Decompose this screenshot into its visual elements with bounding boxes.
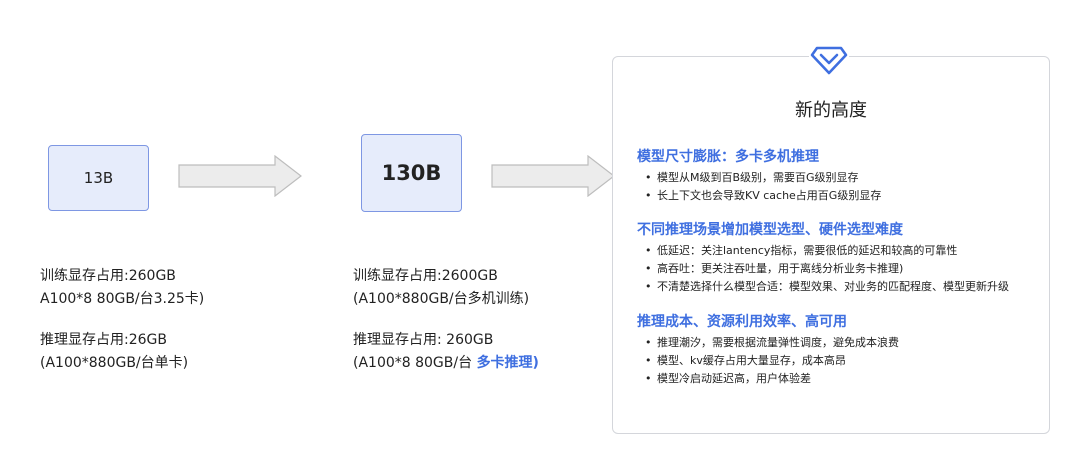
section-model-size: 模型尺寸膨胀：多卡多机推理 模型从M级到百B级别，需要百G级别显存 长上下文也会…	[637, 147, 881, 205]
bullet-list: 低延迟：关注lantency指标，需要很低的延迟和较高的可靠性 高吞吐：更关注吞…	[637, 242, 1009, 296]
train-hardware-line: A100*8 80GB/台3.25卡)	[40, 291, 205, 307]
bullet-list: 推理潮汐，需要根据流量弹性调度，避免成本浪费 模型、kv缓存占用大量显存，成本高…	[637, 334, 899, 388]
section-selection-difficulty: 不同推理场景增加模型选型、硬件选型难度 低延迟：关注lantency指标，需要很…	[637, 220, 1009, 296]
train-memory-group: 训练显存占用:260GB A100*8 80GB/台3.25卡)	[40, 265, 204, 311]
section-heading: 不同推理场景增加模型选型、硬件选型难度	[637, 222, 903, 238]
bullet-item: 不清楚选择什么模型合适：模型效果、对业务的匹配程度、模型更新升级	[645, 278, 1009, 296]
multi-card-highlight: 多卡推理)	[476, 355, 539, 371]
right-arrow-icon	[178, 155, 302, 197]
model-box-13b: 13B	[48, 145, 149, 211]
infer-hardware-prefix: (A100*8 80GB/台	[353, 355, 477, 371]
bullet-item: 长上下文也会导致KV cache占用百G级别显存	[645, 187, 881, 205]
train-memory-line: 训练显存占用:260GB	[40, 268, 176, 284]
train-memory-group: 训练显存占用:2600GB (A100*880GB/台多机训练)	[353, 265, 539, 311]
diamond-icon	[809, 42, 849, 76]
model-size-label: 130B	[381, 161, 442, 185]
section-cost-efficiency: 推理成本、资源利用效率、高可用 推理潮汐，需要根据流量弹性调度，避免成本浪费 模…	[637, 312, 899, 388]
col1-memory-info: 训练显存占用:260GB A100*8 80GB/台3.25卡) 推理显存占用:…	[40, 265, 204, 393]
bullet-item: 推理潮汐，需要根据流量弹性调度，避免成本浪费	[645, 334, 899, 352]
panel-title: 新的高度	[795, 100, 867, 121]
infer-memory-group: 推理显存占用:26GB (A100*880GB/台单卡)	[40, 329, 204, 375]
infer-hardware-line: (A100*880GB/台单卡)	[40, 355, 189, 371]
bullet-item: 模型、kv缓存占用大量显存，成本高昂	[645, 352, 899, 370]
bullet-list: 模型从M级到百B级别，需要百G级别显存 长上下文也会导致KV cache占用百G…	[637, 169, 881, 205]
col2-memory-info: 训练显存占用:2600GB (A100*880GB/台多机训练) 推理显存占用:…	[353, 265, 539, 393]
infer-hardware-line: (A100*8 80GB/台 多卡推理)	[353, 352, 539, 375]
infer-memory-line: 推理显存占用: 260GB	[353, 332, 494, 348]
section-heading: 模型尺寸膨胀：多卡多机推理	[637, 149, 819, 165]
right-arrow-icon	[491, 155, 615, 197]
infer-memory-line: 推理显存占用:26GB	[40, 332, 167, 348]
infer-memory-group: 推理显存占用: 260GB (A100*8 80GB/台 多卡推理)	[353, 329, 539, 375]
bullet-item: 低延迟：关注lantency指标，需要很低的延迟和较高的可靠性	[645, 242, 1009, 260]
bullet-item: 高吞吐：更关注吞吐量，用于离线分析业务卡推理)	[645, 260, 1009, 278]
bullet-item: 模型从M级到百B级别，需要百G级别显存	[645, 169, 881, 187]
model-size-label: 13B	[83, 169, 114, 187]
train-memory-line: 训练显存占用:2600GB	[353, 268, 498, 284]
bullet-item: 模型冷启动延迟高，用户体验差	[645, 370, 899, 388]
train-hardware-line: (A100*880GB/台多机训练)	[353, 291, 530, 307]
model-box-130b: 130B	[361, 134, 462, 212]
section-heading: 推理成本、资源利用效率、高可用	[637, 314, 847, 330]
